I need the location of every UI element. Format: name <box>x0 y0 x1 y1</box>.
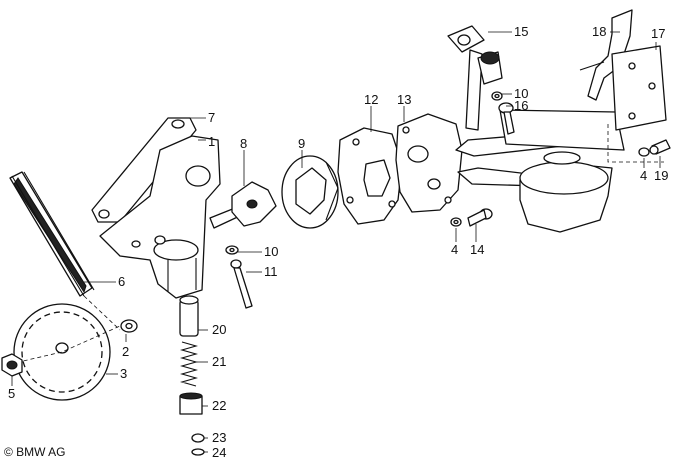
part-4-washer-right <box>638 147 650 157</box>
part-5-nut <box>1 353 23 377</box>
part-10-washer-right <box>491 91 503 101</box>
callout-4-right: 4 <box>640 168 647 183</box>
callout-14: 14 <box>470 242 484 257</box>
part-17-bracket-plate <box>607 45 667 163</box>
leader-lines <box>11 31 661 453</box>
callout-20: 20 <box>212 322 226 337</box>
callout-21: 21 <box>212 354 226 369</box>
part-3-sprocket <box>9 303 121 401</box>
callout-15: 15 <box>514 24 528 39</box>
part-8-drive-shaft <box>209 181 277 229</box>
part-12-cover-plate <box>337 127 403 225</box>
part-20-piston <box>179 295 199 337</box>
callout-13: 13 <box>397 92 411 107</box>
callout-9: 9 <box>298 136 305 151</box>
part-6-chain <box>9 171 121 331</box>
callout-2: 2 <box>122 344 129 359</box>
part-7-bracket <box>91 117 197 223</box>
callout-4-lower: 4 <box>451 242 458 257</box>
callout-22: 22 <box>212 398 226 413</box>
part-4-washer-lower <box>450 217 462 227</box>
part-18-bracket <box>579 9 633 101</box>
part-9-outer-rotor <box>281 155 339 229</box>
callout-23: 23 <box>212 430 226 445</box>
callout-5: 5 <box>8 386 15 401</box>
callout-18: 18 <box>592 24 606 39</box>
callout-1: 1 <box>208 134 215 149</box>
part-19-bolt <box>649 139 671 155</box>
part-10-washer-left <box>225 245 239 255</box>
part-15-flange-bracket <box>447 25 503 131</box>
part-23-seal-ring <box>191 433 205 443</box>
suction-pipe-strainer <box>455 109 625 233</box>
part-2-washer <box>120 319 138 333</box>
part-24-washer <box>191 448 205 456</box>
callout-6: 6 <box>118 274 125 289</box>
callout-7: 7 <box>208 110 215 125</box>
part-16-bolt <box>498 102 515 135</box>
part-11-bolt <box>230 259 253 309</box>
part-13-pump-body <box>395 113 463 213</box>
part-21-spring <box>179 341 199 387</box>
callout-10-right: 10 <box>514 86 528 101</box>
callout-3: 3 <box>120 366 127 381</box>
callout-17: 17 <box>651 26 665 41</box>
callout-12: 12 <box>364 92 378 107</box>
callout-labels: 1 2 3 4 4 5 6 7 8 9 10 10 11 12 13 14 15… <box>8 24 668 460</box>
callout-24: 24 <box>212 445 226 460</box>
callout-10-left: 10 <box>264 244 278 259</box>
part-22-plug <box>179 392 203 415</box>
callout-16: 16 <box>514 98 528 113</box>
part-1-pump-housing <box>99 135 221 299</box>
callout-11: 11 <box>264 264 278 279</box>
callout-8: 8 <box>240 136 247 151</box>
copyright-text: © BMW AG <box>4 445 66 459</box>
part-14-bolt <box>467 208 493 227</box>
callout-19: 19 <box>654 168 668 183</box>
